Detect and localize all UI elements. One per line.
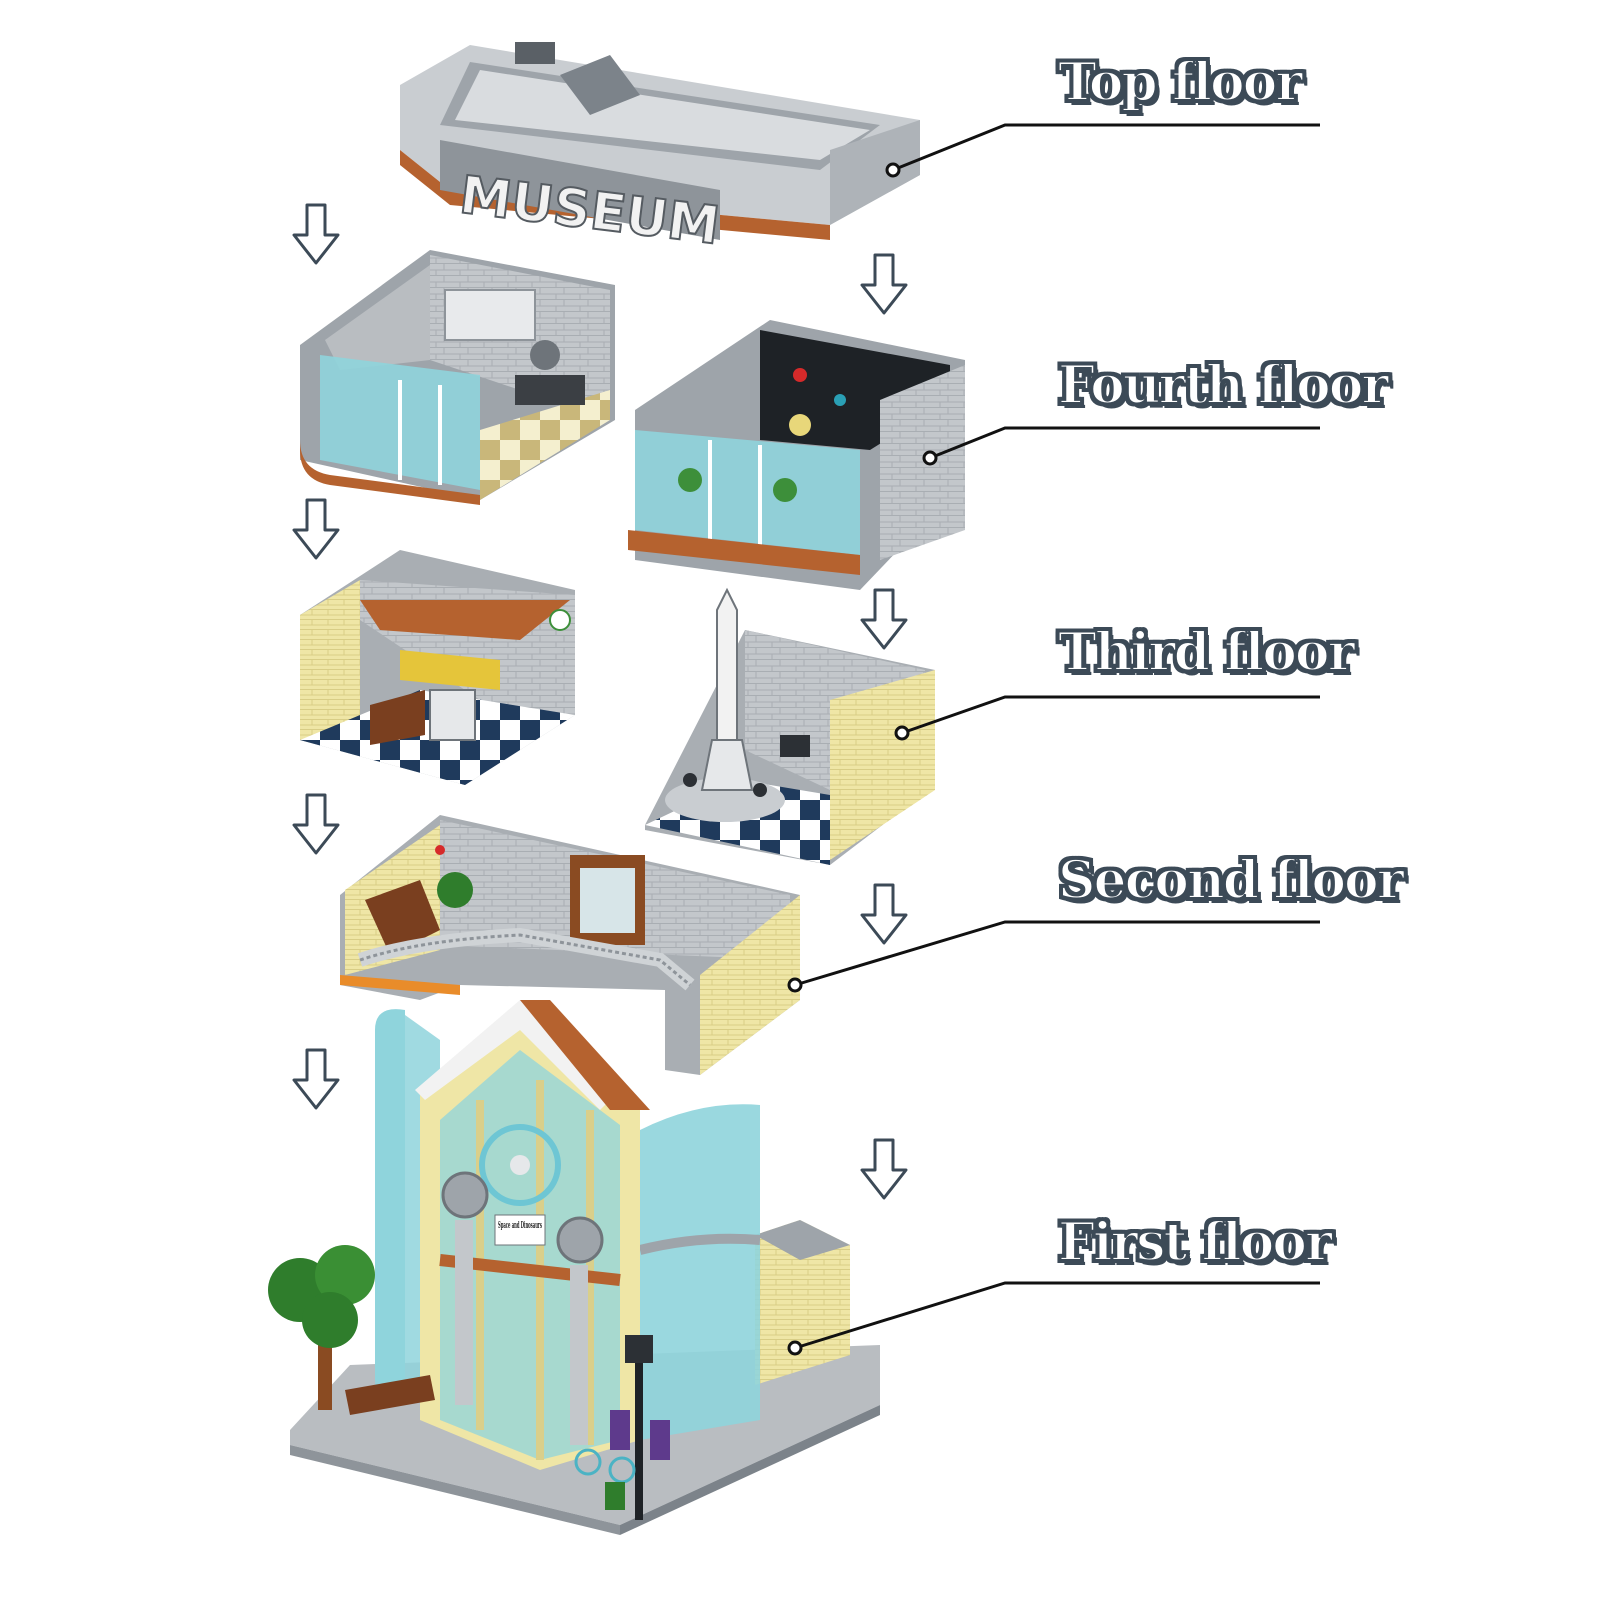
leader-dot-icon <box>922 450 938 466</box>
leader-dot-icon <box>894 725 910 741</box>
label-first-floor: First floor <box>1057 1211 1333 1274</box>
top-floor-module: MUSEUM <box>400 42 920 258</box>
down-arrow-icon <box>292 1048 340 1110</box>
down-arrow-icon <box>292 203 340 265</box>
third-floor-right-module <box>645 587 935 865</box>
leader-line <box>794 1281 1320 1350</box>
down-arrow-icon <box>860 253 908 315</box>
label-top-floor: Top floor <box>1057 51 1304 114</box>
third-floor-left-module <box>300 550 575 785</box>
leader-dot-icon <box>787 977 803 993</box>
down-arrow-icon <box>860 588 908 650</box>
leader-dot-icon <box>885 162 901 178</box>
leader-dot-icon <box>787 1340 803 1356</box>
leader-lines <box>787 123 1320 1356</box>
label-second-floor: Second floor <box>1057 849 1405 912</box>
down-arrow-icon <box>292 498 340 560</box>
leader-line <box>794 920 1320 987</box>
fourth-floor-left-module <box>300 250 615 505</box>
leader-line <box>929 426 1320 460</box>
down-arrows <box>292 203 908 1200</box>
second-floor-module <box>340 815 800 1075</box>
down-arrow-icon <box>860 883 908 945</box>
fourth-floor-right-module <box>628 320 965 590</box>
leader-line <box>892 123 1320 172</box>
label-fourth-floor: Fourth floor <box>1057 354 1390 417</box>
first-floor-module: Space and Dinosaurs <box>268 1000 880 1535</box>
label-third-floor: Third floor <box>1057 621 1356 684</box>
down-arrow-icon <box>860 1138 908 1200</box>
down-arrow-icon <box>292 793 340 855</box>
leader-line <box>901 695 1320 735</box>
space-dinosaurs-sign: Space and Dinosaurs <box>498 1221 542 1231</box>
